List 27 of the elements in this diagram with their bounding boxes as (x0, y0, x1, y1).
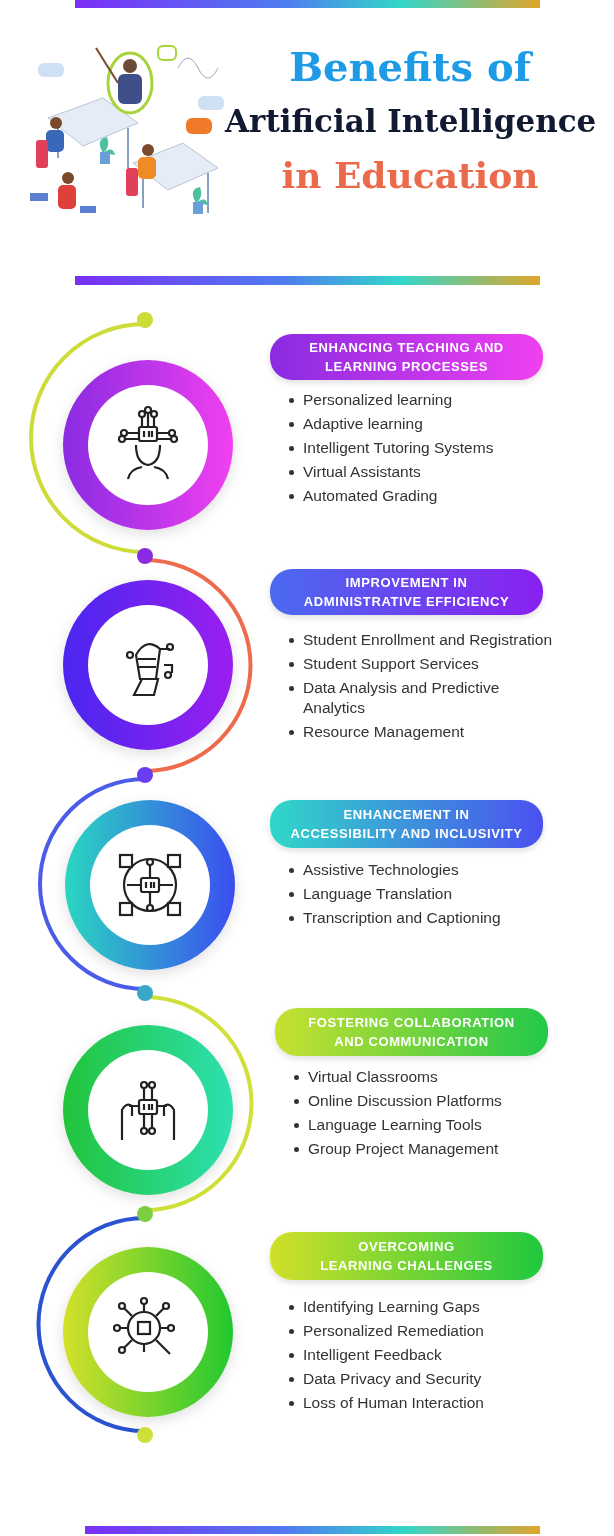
section-heading-pill: ENHANCEMENT IN ACCESSIBILITY AND INCLUSIVITY (270, 800, 543, 848)
bullet-item: Transcription and Captioning (303, 908, 501, 928)
section-heading-pill: ENHANCING TEACHING AND LEARNING PROCESSES (270, 334, 543, 380)
bullet-item: Language Learning Tools (308, 1115, 482, 1135)
bullet-item: Virtual Assistants (303, 462, 421, 482)
bullet-item: Personalized Remediation (303, 1321, 484, 1341)
section-heading-pill: FOSTERING COLLABORATION AND COMMUNICATION (275, 1008, 548, 1056)
bullet-item: Data Privacy and Security (303, 1369, 482, 1389)
bullet-item: Intelligent Tutoring Systems (303, 438, 494, 458)
bullet-item: Loss of Human Interaction (303, 1393, 484, 1413)
title: Benefits of Artificial Intelligence in Education (225, 42, 595, 198)
bullet-item: Student Support Services (303, 654, 479, 674)
bullet-item: Data Analysis and Predictive Analytics (303, 678, 501, 718)
bullet-item: Intelligent Feedback (303, 1345, 442, 1365)
bullet-item: Assistive Technologies (303, 860, 459, 880)
bullet-item: Identifying Learning Gaps (303, 1297, 480, 1317)
bullet-item: Automated Grading (303, 486, 438, 506)
bullet-item: Language Translation (303, 884, 453, 904)
section-heading-pill: IMPROVEMENT IN ADMINISTRATIVE EFFICIENCY (270, 569, 543, 615)
bullet-item: Online Discussion Platforms (308, 1091, 502, 1111)
bullet-item: Student Enrollment and Registration (303, 630, 552, 650)
bullet-item: Adaptive learning (303, 414, 423, 434)
bullet-item: Virtual Classrooms (308, 1067, 438, 1087)
bullet-item: Personalized learning (303, 390, 453, 410)
bullet-item: Group Project Management (308, 1139, 499, 1159)
bullet-item: Resource Management (303, 722, 465, 742)
section-heading-pill: OVERCOMING LEARNING CHALLENGES (270, 1232, 543, 1280)
